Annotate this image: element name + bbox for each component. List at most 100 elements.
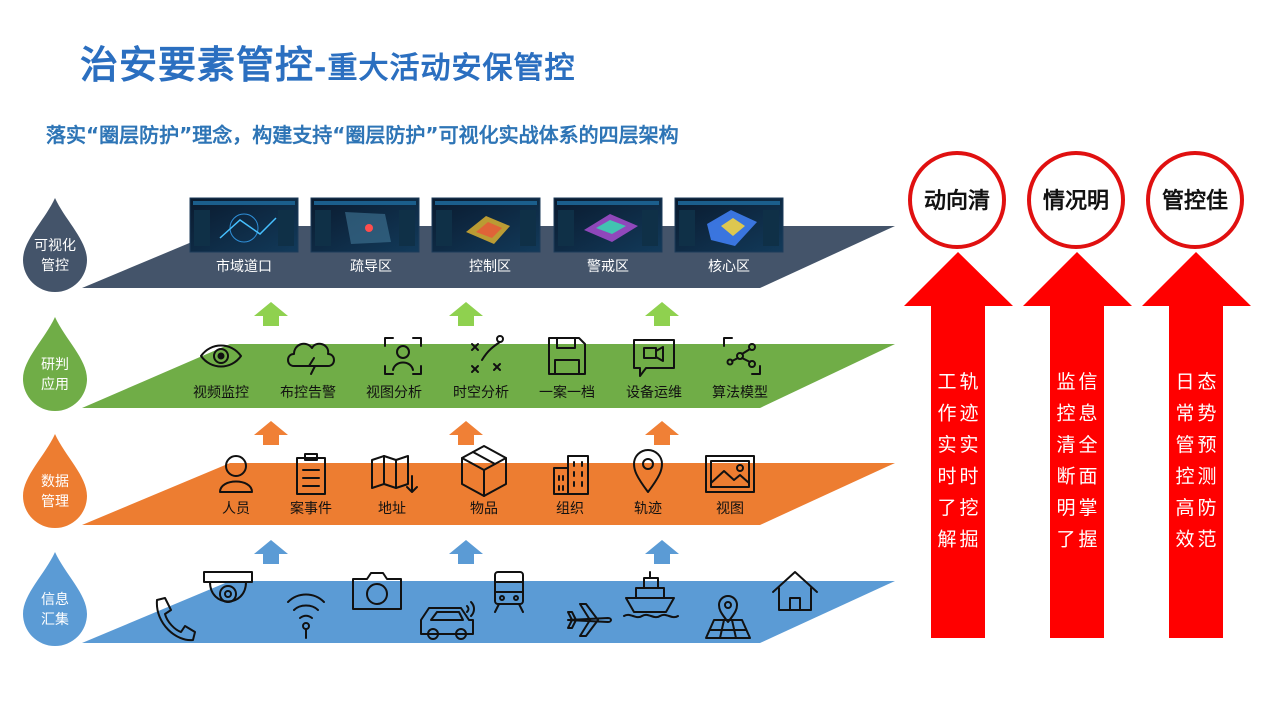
photo-camera-icon [352, 572, 402, 610]
goal-text-char: 测 [1197, 466, 1216, 488]
goal-text-char: 常 [1175, 403, 1194, 425]
goal-text-char: 解 [937, 529, 956, 551]
analysis-item-label: 布控告警 [280, 385, 336, 401]
title-main-text: 治安要素管控 [80, 43, 315, 87]
up-arrows [254, 302, 679, 564]
goal-circle-text: 情况明 [1043, 188, 1109, 214]
big-red-arrow [1023, 252, 1132, 638]
goal-text-char: 了 [937, 497, 956, 519]
goal-text-char: 控 [1056, 403, 1075, 425]
screen-thumb [674, 197, 784, 253]
phone-icon [155, 597, 196, 642]
analysis-item-label: 一案一档 [539, 384, 595, 401]
layer-name-data-1: 数据 [41, 474, 69, 490]
goal-text-char: 了 [1056, 529, 1075, 551]
goal-text-char: 面 [1078, 466, 1097, 488]
visual-item-label: 警戒区 [587, 259, 629, 275]
screen-thumb [310, 197, 420, 253]
airplane-icon [567, 603, 612, 637]
goal-text-char: 高 [1175, 497, 1194, 519]
visual-item-label: 疏导区 [350, 259, 392, 275]
picture-icon [705, 455, 755, 493]
analysis-item-label: 算法模型 [712, 385, 768, 401]
layer-drop-visual: 可视化 管控 [23, 198, 87, 292]
goal-text-char: 清 [1056, 434, 1075, 456]
goal-text-char: 挖 [959, 497, 978, 519]
goal-circle-text: 管控佳 [1162, 188, 1228, 214]
train-icon [494, 571, 524, 613]
goal-text-char: 明 [1056, 497, 1075, 519]
up-arrow-icon [449, 421, 483, 445]
layer-name-analysis-1: 研判 [41, 357, 69, 373]
page-subtitle: 落实“圈层防护”理念，构建支持“圈层防护”可视化实战体系的四层架构 [46, 123, 679, 147]
face-scan-icon [384, 337, 422, 375]
goal-text-char: 管 [1175, 434, 1194, 456]
screen-thumb [553, 197, 663, 253]
up-arrow-icon [645, 302, 679, 326]
location-pin-icon [633, 449, 663, 493]
person-icon [219, 455, 253, 493]
goal-text-char: 实 [937, 434, 956, 456]
goal-text-char: 息 [1078, 403, 1097, 425]
analysis-item-label: 视图分析 [366, 385, 422, 401]
goal-text-char: 全 [1078, 434, 1097, 456]
goal-text-char: 掌 [1078, 497, 1097, 519]
goal-text-char: 效 [1175, 529, 1194, 551]
house-icon [772, 571, 818, 611]
goal-circle: 管控佳 [1146, 151, 1244, 249]
layer-name-data-2: 管理 [41, 494, 69, 510]
layer-name-collect-1: 信息 [41, 591, 69, 608]
screen-thumb [431, 197, 541, 253]
layer-drop-analysis: 研判 应用 [23, 317, 87, 411]
goal-text-char: 时 [959, 466, 978, 488]
layer-name-visual-1: 可视化 [34, 238, 76, 254]
goal-circle: 情况明 [1027, 151, 1125, 249]
goal-text-char: 态 [1197, 371, 1216, 393]
goal-text-char: 掘 [959, 529, 978, 551]
data-item-label: 组织 [556, 501, 584, 517]
ship-icon [623, 571, 679, 619]
up-arrow-icon [645, 421, 679, 445]
layer-band-collect [82, 581, 895, 643]
box-icon [461, 445, 507, 497]
video-chat-icon [633, 339, 675, 377]
up-arrow-icon [449, 540, 483, 564]
layer-drop-data: 数据 管理 [23, 434, 87, 528]
goal-text-char: 轨 [959, 371, 978, 393]
goal-arrows [904, 252, 1251, 638]
goal-text-char: 迹 [959, 403, 978, 425]
visual-item-label: 市域道口 [216, 258, 272, 275]
up-arrow-icon [254, 421, 288, 445]
building-icon [553, 455, 589, 495]
goal-text-char: 势 [1197, 403, 1216, 425]
goal-text-char: 断 [1056, 466, 1075, 488]
layer-band-analysis [82, 344, 895, 408]
goal-text-char: 握 [1078, 529, 1097, 551]
data-item-label: 案事件 [290, 500, 332, 517]
car-icon [420, 601, 475, 640]
big-red-arrow [904, 252, 1013, 638]
layer-name-analysis-2: 应用 [41, 376, 69, 393]
goal-circle-text: 动向清 [924, 188, 990, 214]
map-icon [371, 455, 418, 493]
data-item-label: 地址 [378, 501, 406, 517]
goal-text-char: 时 [937, 466, 956, 488]
goal-text-char: 监 [1056, 371, 1075, 393]
analysis-item-label: 设备运维 [626, 384, 682, 401]
dome-camera-icon [203, 571, 253, 603]
clipboard-icon [296, 453, 326, 495]
goal-text-char: 范 [1197, 529, 1216, 551]
visual-screens [189, 197, 784, 253]
layer-name-collect-2: 汇集 [41, 611, 69, 628]
page-title: 治安要素管控-重大活动安保管控 [80, 34, 575, 89]
analysis-item-label: 视频监控 [193, 385, 249, 401]
title-sub-text: -重大活动安保管控 [314, 51, 576, 86]
eye-icon [200, 344, 242, 368]
cloud-lightning-icon [287, 342, 335, 375]
goal-text-char: 预 [1197, 434, 1216, 456]
up-arrow-icon [449, 302, 483, 326]
up-arrow-icon [254, 302, 288, 326]
goal-text-char: 防 [1197, 497, 1216, 519]
